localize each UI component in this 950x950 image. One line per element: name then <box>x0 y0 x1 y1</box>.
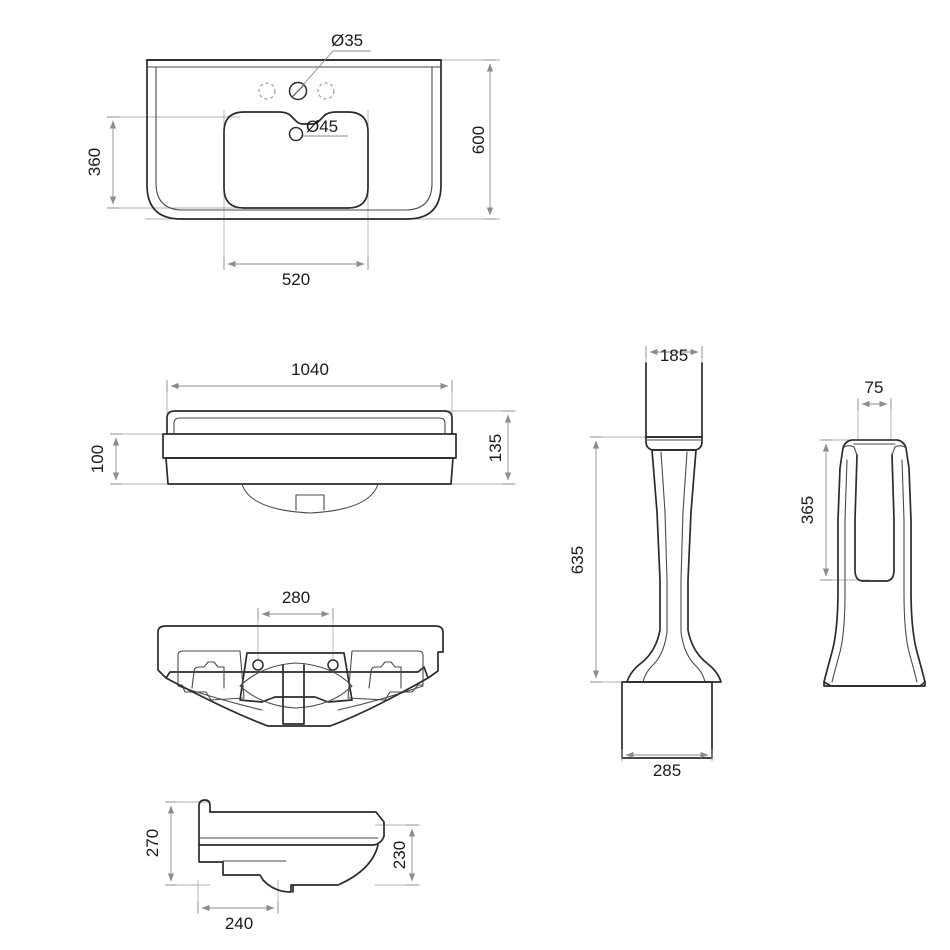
pedestal-front-inner-left <box>642 451 668 683</box>
label-d100: 100 <box>88 445 107 473</box>
pedestal-front-view: 185 635 285 <box>568 346 722 780</box>
pedestal-side-base <box>823 681 926 687</box>
label-d270: 270 <box>143 829 162 857</box>
label-d185: 185 <box>660 346 688 365</box>
dim-75: 75 <box>857 378 892 410</box>
side-top-deck <box>209 811 385 837</box>
dim-600: 600 <box>469 59 496 220</box>
label-d600: 600 <box>469 126 488 154</box>
basin-outer-outline <box>146 59 442 220</box>
underside-right-wing-detail <box>368 661 402 689</box>
basin-inner-rim <box>155 66 433 211</box>
tap-hole-left-optional <box>258 82 276 100</box>
label-d45: Ø45 <box>306 117 338 136</box>
front-rim-outer <box>166 410 453 435</box>
dim-185: 185 <box>645 346 703 365</box>
label-d35: Ø35 <box>331 31 363 50</box>
underside-centre-bracket <box>239 652 353 703</box>
front-body-block <box>162 433 457 459</box>
tap-hole-right-optional <box>317 82 335 100</box>
diameter-35-callout: Ø35 <box>301 31 371 87</box>
label-d135: 135 <box>486 434 505 462</box>
label-d230: 230 <box>390 841 409 869</box>
dim-270: 270 <box>143 801 177 886</box>
fixing-hole-right <box>327 659 339 671</box>
side-back-upstand <box>198 799 211 843</box>
dim-240: 240 <box>197 902 279 933</box>
pedestal-front-neck <box>645 362 703 438</box>
underside-left-contour <box>177 685 263 711</box>
pedestal-front-inner-right <box>680 451 706 683</box>
underside-rear-slab <box>157 625 444 679</box>
underside-right-contour <box>337 685 424 711</box>
label-d1040: 1040 <box>291 360 329 379</box>
dim-285: 285 <box>621 749 713 780</box>
front-waste-spigot <box>295 494 325 511</box>
underside-outer-sweep-right <box>329 677 429 727</box>
dim-635: 635 <box>568 436 602 683</box>
fixing-hole-left <box>252 659 264 671</box>
underside-bowl-outline <box>239 662 353 709</box>
label-d285: 285 <box>653 761 681 780</box>
front-bowl-underside <box>241 483 379 514</box>
pedestal-side-inner-left <box>831 459 848 683</box>
pedestal-front-base <box>621 681 713 759</box>
top-view: Ø35 Ø45 600 360 520 <box>85 31 500 289</box>
underside-left-wing-detail <box>191 661 225 689</box>
diameter-45-callout: Ø45 <box>303 117 348 137</box>
pedestal-side-lip-right <box>891 445 907 456</box>
side-bowl-curve <box>262 879 294 893</box>
pedestal-front-collar <box>645 436 703 451</box>
front-body-skirt <box>165 457 454 485</box>
pedestal-front-extension-lines <box>590 348 713 760</box>
basin-rear-edge <box>146 59 442 68</box>
front-view-extension-lines <box>110 382 516 485</box>
underside-waste-pillar <box>282 664 305 725</box>
underside-right-wing <box>347 650 424 701</box>
pedestal-side-view: 75 365 <box>798 378 926 687</box>
label-d520: 520 <box>282 270 310 289</box>
pedestal-front-column <box>626 449 722 683</box>
dim-365: 365 <box>798 439 832 581</box>
label-d280: 280 <box>282 588 310 607</box>
pedestal-side-inner-right <box>901 459 918 683</box>
front-view: 1040 100 135 <box>88 360 516 514</box>
dim-230: 230 <box>390 824 418 886</box>
pedestal-side-lip-left <box>842 445 858 456</box>
label-d75: 75 <box>865 378 884 397</box>
label-d635: 635 <box>568 546 587 574</box>
dim-360: 360 <box>85 116 119 209</box>
front-rim-inner <box>173 417 446 435</box>
dim-1040: 1040 <box>166 360 453 392</box>
dim-135: 135 <box>486 410 514 485</box>
basin-bowl-outline <box>223 111 369 209</box>
dim-280: 280 <box>257 588 334 620</box>
dim-100: 100 <box>88 433 122 485</box>
waste-hole <box>288 126 304 142</box>
underside-left-wing <box>177 650 245 701</box>
label-d240: 240 <box>225 914 253 933</box>
label-d365: 365 <box>798 496 817 524</box>
underside-view: 280 <box>157 588 444 727</box>
dim-520: 520 <box>223 258 369 289</box>
side-front-fascia <box>198 835 385 846</box>
pedestal-side-recess <box>854 454 895 582</box>
side-under-step <box>198 844 264 881</box>
label-d360: 360 <box>85 148 104 176</box>
side-view: 270 230 240 <box>143 799 420 933</box>
side-bowl-sweep <box>292 844 379 886</box>
underside-outer-sweep-left <box>165 677 269 727</box>
pedestal-side-outline <box>823 439 926 687</box>
